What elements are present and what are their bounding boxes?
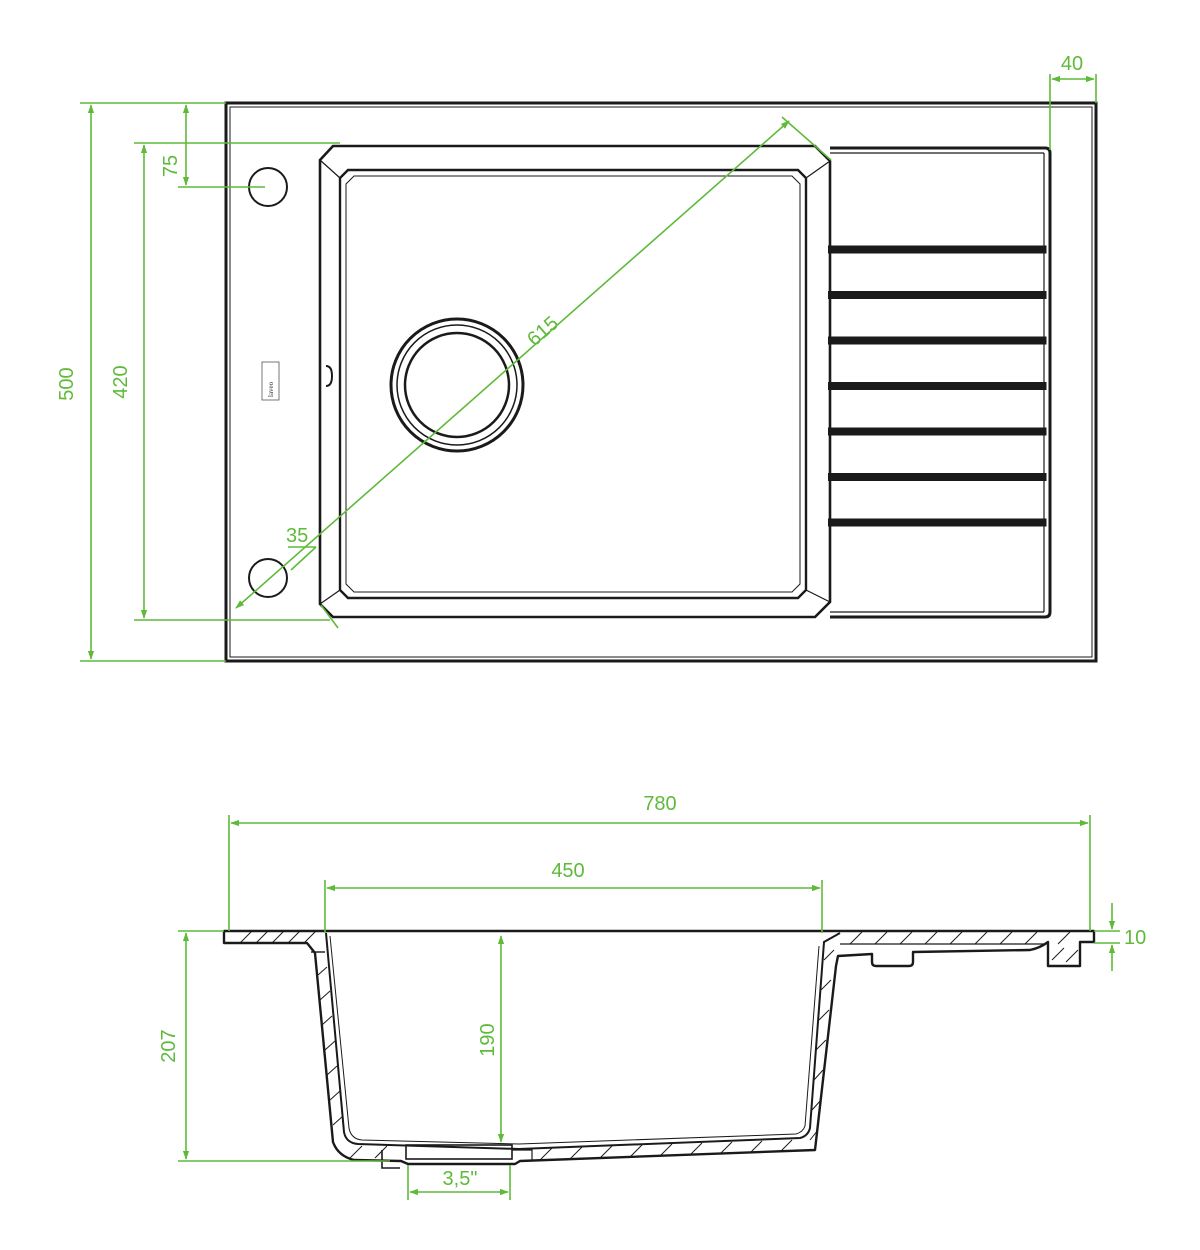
dim-overall-width: 780 xyxy=(643,793,676,815)
dim-diagonal: 615 xyxy=(523,312,563,350)
drainer xyxy=(828,146,1052,619)
dim-overall-height: 207 xyxy=(158,1029,180,1062)
drainer-rib xyxy=(828,473,1047,481)
dim-bowl-height: 190 xyxy=(477,1023,499,1056)
dim-overall-depth: 500 xyxy=(56,367,78,400)
drainer-ribs xyxy=(828,245,1047,527)
brand-logo: laveo xyxy=(261,361,280,401)
section-outline xyxy=(222,929,1096,1166)
side-view: 780 450 207 190 10 3,5" xyxy=(158,793,1146,1200)
brand-logo-text: laveo xyxy=(267,381,275,397)
dim-bowl-depth: 420 xyxy=(110,365,132,398)
dim-drain-size: 3,5" xyxy=(443,1168,478,1190)
dim-drainer-edge: 40 xyxy=(1061,53,1083,75)
drainer-rib xyxy=(828,245,1047,254)
drain-icon xyxy=(389,317,525,453)
drainer-rib xyxy=(828,518,1047,527)
dim-rim-thickness: 10 xyxy=(1124,927,1146,949)
dim-bowl-width: 450 xyxy=(551,860,584,882)
dim-tap-hole-offset: 75 xyxy=(160,155,182,177)
dim-corner: 35 xyxy=(286,525,308,547)
bowl-inner xyxy=(338,168,808,600)
sink-outline xyxy=(224,101,1098,663)
drainer-rib xyxy=(828,382,1047,390)
drainer-rib xyxy=(828,427,1047,436)
drainer-rib xyxy=(828,336,1047,345)
top-view: laveo 500 420 75 35 615 xyxy=(56,53,1098,663)
overflow-icon xyxy=(325,365,334,387)
drainer-rib xyxy=(828,291,1047,299)
section-hatching xyxy=(239,930,1079,1161)
